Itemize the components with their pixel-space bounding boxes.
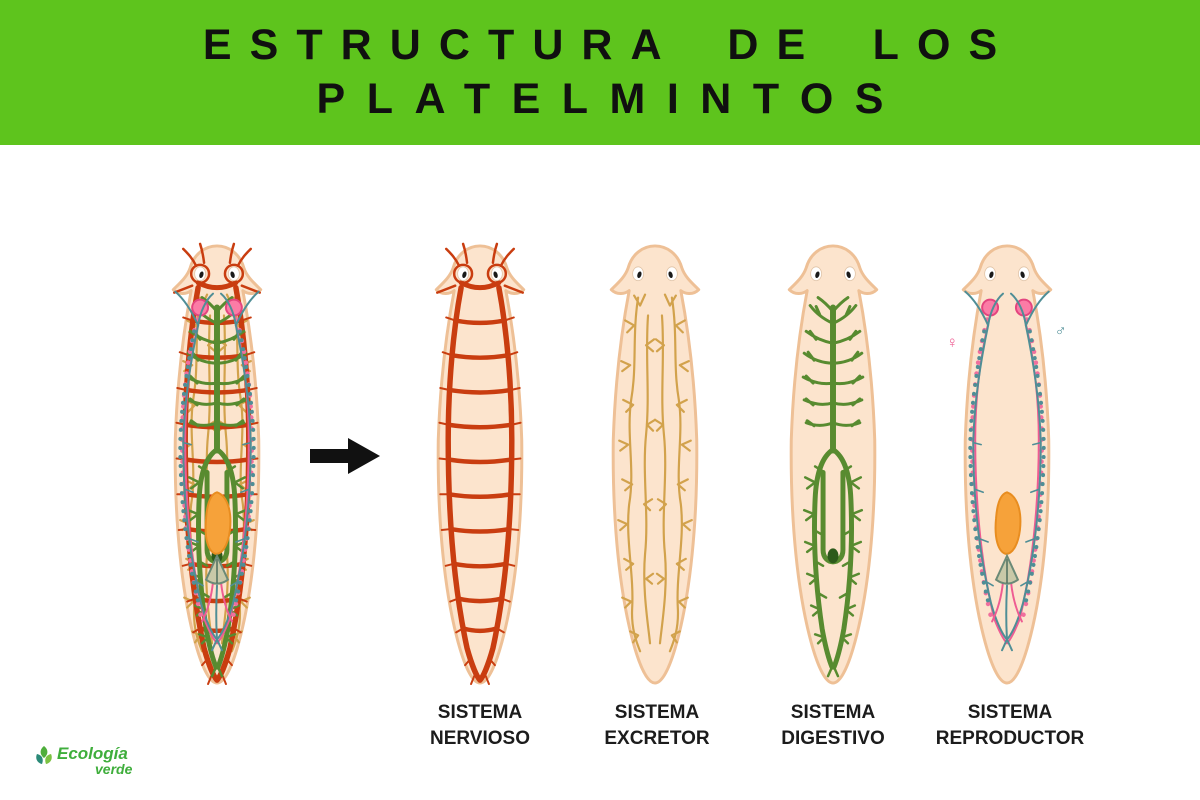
header-banner: ESTRUCTURA DE LOS PLATELMINTOS bbox=[0, 0, 1200, 145]
right-arrow-icon bbox=[310, 438, 380, 474]
flatworm-all-systems-illustration bbox=[152, 236, 282, 688]
logo-word1: Ecología bbox=[57, 744, 128, 763]
label-sistema-reproductor: SISTEMA REPRODUCTOR bbox=[935, 702, 1085, 749]
label-sistema-digestivo: SISTEMA DIGESTIVO bbox=[781, 702, 885, 749]
male-symbol: ♂ bbox=[1055, 322, 1067, 339]
label-sistema-nervioso: SISTEMA NERVIOSO bbox=[430, 702, 530, 749]
flatworm-reproductive-system-illustration: ♀ ♂ bbox=[946, 244, 1067, 685]
flatworm-digestive-system-illustration bbox=[787, 244, 879, 685]
page-title-line1: ESTRUCTURA DE LOS bbox=[202, 21, 1016, 70]
flatworm-nervous-system-illustration bbox=[415, 236, 545, 688]
female-symbol: ♀ bbox=[946, 334, 958, 351]
flatworm-excretory-system-illustration bbox=[609, 244, 701, 685]
label-sistema-excretor: SISTEMA EXCRETOR bbox=[604, 702, 710, 749]
logo-word2: verde bbox=[95, 761, 133, 777]
leaf-icon bbox=[36, 746, 52, 764]
page-title-line2: PLATELMINTOS bbox=[316, 74, 905, 123]
ecologia-verde-logo: Ecología verde bbox=[33, 744, 193, 788]
